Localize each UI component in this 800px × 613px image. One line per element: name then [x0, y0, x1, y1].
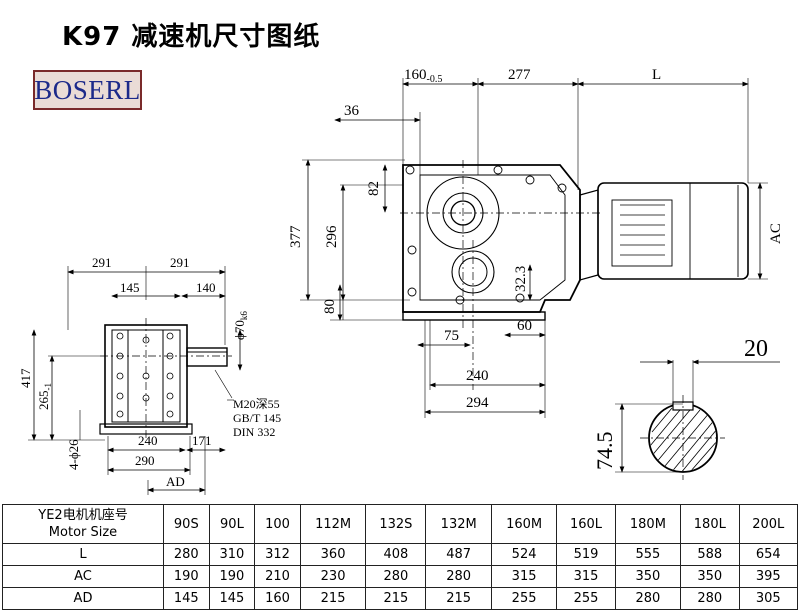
table-cell: 280: [365, 565, 427, 588]
table-header-cell: 160M: [490, 504, 558, 544]
dim-240-end: 240: [138, 433, 158, 448]
table-cell: 215: [299, 587, 367, 610]
table-cell: 350: [614, 565, 682, 588]
dim-phi70: ϕ70k6: [232, 311, 249, 340]
table-cell: 519: [556, 543, 616, 566]
table-cell: 350: [680, 565, 740, 588]
dim-shaft-74-5: 74.5: [592, 432, 617, 471]
table-row-label: L: [2, 543, 164, 566]
table-header-cell: 160L: [556, 504, 616, 544]
dim-160: 160-0.5: [404, 67, 442, 85]
table-cell: 524: [490, 543, 558, 566]
front-view: [300, 78, 768, 418]
dim-AD-end: AD: [166, 474, 185, 489]
table-cell: 315: [490, 565, 558, 588]
table-cell: 588: [680, 543, 740, 566]
table-cell: 230: [299, 565, 367, 588]
dim-417: 417: [18, 368, 33, 388]
dim-171: 171: [192, 433, 212, 448]
table-cell: 555: [614, 543, 682, 566]
table-cell: 312: [254, 543, 301, 566]
brand-logo: BOSERL: [33, 70, 142, 110]
dim-36: 36: [344, 103, 360, 119]
table-header-cell: 180L: [680, 504, 740, 544]
table-header-cell: 200L: [738, 504, 799, 544]
table-header-cell: 132M: [425, 504, 492, 544]
dim-296: 296: [324, 225, 340, 248]
dim-shaft-20: 20: [744, 336, 768, 362]
table-header-row: YE2电机机座号 Motor Size 90S 90L 100 112M 132…: [2, 504, 799, 544]
table-header-cell: 100: [254, 504, 301, 544]
table-row-label: AD: [2, 587, 164, 610]
table-cell: 315: [556, 565, 616, 588]
table-cell: 145: [163, 587, 210, 610]
table-cell: 145: [208, 587, 256, 610]
dim-AC: AC: [768, 223, 784, 244]
dim-377: 377: [288, 225, 304, 248]
end-view-inner: [111, 329, 181, 423]
end-view-labels: 291 291 145 140 ϕ70k6 417 265-1 4-ϕ26 24…: [18, 255, 281, 489]
table-row: L 280 310 312 360 408 487 524 519 555 58…: [2, 543, 799, 566]
dim-240: 240: [466, 368, 489, 384]
motor-size-table: YE2电机机座号 Motor Size 90S 90L 100 112M 132…: [2, 504, 799, 610]
table-cell: 487: [425, 543, 492, 566]
dim-277: 277: [508, 67, 531, 83]
dim-80: 80: [322, 299, 338, 314]
dim-265: 265-1: [36, 383, 53, 410]
dim-294: 294: [466, 395, 489, 411]
note-din: DIN 332: [233, 425, 275, 439]
table-cell: 190: [208, 565, 256, 588]
table-cell: 654: [738, 543, 799, 566]
table-cell: 408: [365, 543, 427, 566]
table-cell: 255: [490, 587, 558, 610]
table-cell: 310: [208, 543, 256, 566]
table-cell: 305: [738, 587, 799, 610]
dim-290: 290: [135, 453, 155, 468]
note-m20: M20深55: [233, 397, 280, 411]
gear-housing: [402, 164, 581, 313]
table-header-label: YE2电机机座号 Motor Size: [2, 504, 164, 544]
dim-145: 145: [120, 280, 140, 295]
table-header-cell: 90S: [163, 504, 210, 544]
table-row: AD 145 145 160 215 215 215 255 255 280 2…: [2, 587, 799, 610]
dim-32-3: 32.3: [513, 266, 529, 292]
end-view-shaft: [186, 347, 228, 367]
table-header-cell: 180M: [614, 504, 682, 544]
dim-4-phi26: 4-ϕ26: [66, 439, 81, 470]
table-row: AC 190 190 210 230 280 280 315 315 350 3…: [2, 565, 799, 588]
note-gbt: GB/T 145: [233, 411, 281, 425]
table-cell: 255: [556, 587, 616, 610]
dim-291-left: 291: [92, 255, 112, 270]
table-cell: 280: [614, 587, 682, 610]
dim-L: L: [652, 67, 661, 83]
table-header-cell: 132S: [365, 504, 427, 544]
dim-75: 75: [444, 328, 459, 344]
end-view: [28, 266, 243, 495]
table-cell: 215: [365, 587, 427, 610]
technical-drawing: 291 291 145 140 ϕ70k6 417 265-1 4-ϕ26 24…: [18, 67, 784, 495]
table-cell: 190: [163, 565, 210, 588]
table-header-cell: 112M: [299, 504, 367, 544]
front-view-labels: 160-0.5 277 L 36 82 377 296 80 32.3 75 6…: [288, 67, 784, 411]
motor-body: [597, 182, 749, 280]
table-cell: 360: [299, 543, 367, 566]
table-cell: 160: [254, 587, 301, 610]
table-cell: 280: [425, 565, 492, 588]
table-header-cell: 90L: [208, 504, 256, 544]
dim-60: 60: [517, 318, 532, 334]
table-row-label: AC: [2, 565, 164, 588]
table-cell: 280: [680, 587, 740, 610]
table-cell: 215: [425, 587, 492, 610]
dim-140: 140: [196, 280, 216, 295]
table-cell: 280: [163, 543, 210, 566]
page-title: K97 减速机尺寸图纸: [62, 22, 321, 52]
shaft-section: [615, 359, 780, 480]
brand-logo-text: BOSERL: [34, 74, 141, 105]
table-cell: 395: [738, 565, 799, 588]
dim-82: 82: [366, 181, 382, 196]
table-cell: 210: [254, 565, 301, 588]
dim-291-right: 291: [170, 255, 190, 270]
